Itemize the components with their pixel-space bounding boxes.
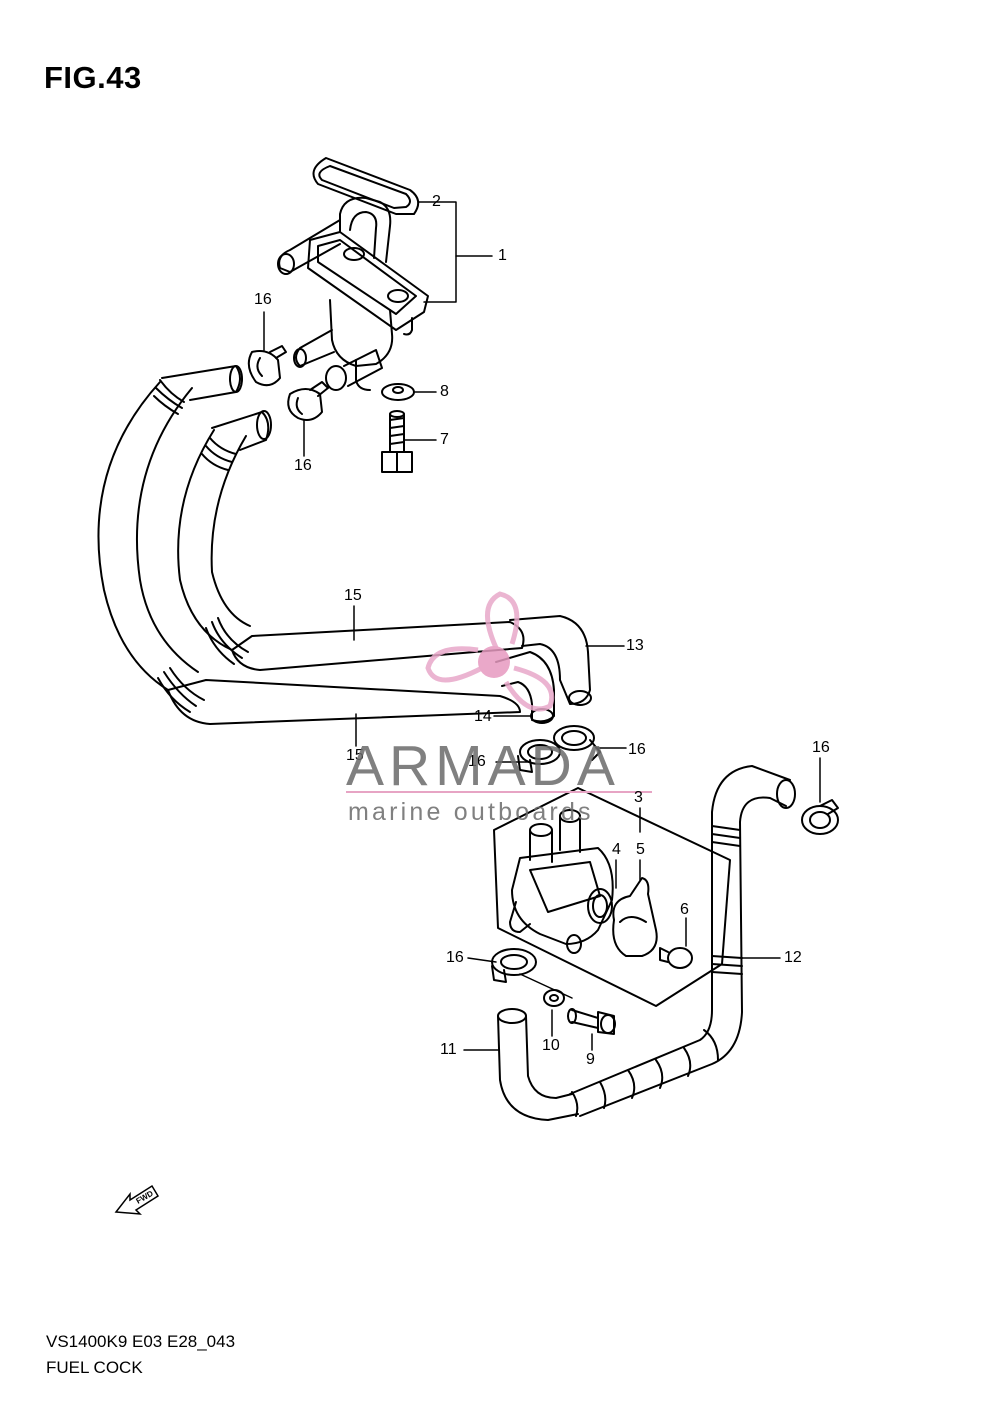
watermark-propeller-icon [425,591,555,712]
callout-8: 8 [440,383,449,400]
callout-16-right: 16 [812,739,830,756]
callout-6: 6 [680,901,689,918]
fuel-hose-15-outer [97,365,521,725]
fuel-hose-11 [497,1008,579,1121]
callout-10: 10 [542,1037,560,1054]
hose-clamp-lower-left [491,948,537,983]
callout-14: 14 [474,708,492,725]
hose-clamp-upper-left [247,345,287,387]
callout-13: 13 [626,637,644,654]
screw-part-6 [659,947,693,969]
callout-16-upper-right: 16 [294,457,312,474]
callout-15-upper: 15 [344,587,362,604]
callout-2: 2 [432,193,441,210]
callout-16-mid-left: 16 [468,753,486,770]
fuel-hose-15-inner [177,410,525,671]
gasket-part [312,157,420,215]
callout-7: 7 [440,431,449,448]
callout-3: 3 [634,789,643,806]
callout-1: 1 [498,247,507,264]
callout-15-lower: 15 [346,747,364,764]
forward-arrow-icon: FWD [114,1184,160,1215]
leader-lines [263,201,821,1051]
watermark-tagline: marine outboards [348,798,594,826]
fuel-cock-lever-5 [612,877,658,957]
hose-clamp-mid-right [553,725,601,761]
callout-5: 5 [636,841,645,858]
hose-clamp-upper-right [287,381,329,421]
callout-12: 12 [784,949,802,966]
bolt-part-9 [567,1008,616,1035]
callout-16-upper-left: 16 [254,291,272,308]
model-code: VS1400K9 E03 E28_043 [46,1332,236,1351]
callout-4: 4 [612,841,621,858]
callout-16-mid-right: 16 [628,741,646,758]
hose-clamp-right [801,799,839,835]
callout-9: 9 [586,1051,595,1068]
callout-16-lower-left: 16 [446,949,464,966]
washer-part-8 [381,383,415,401]
figure-title: FIG.43 [44,60,142,95]
fuel-hose-12 [569,765,796,1117]
bolt-part-7 [381,410,413,473]
watermark-brand: ARMADA [346,734,620,798]
fuel-cock-valve-3 [509,809,614,954]
section-name: FUEL COCK [46,1358,143,1377]
hose-clamp-mid-left [517,739,561,773]
callout-11: 11 [440,1041,457,1058]
fuel-hose-13 [509,615,592,706]
fuel-cock-body [277,196,429,391]
